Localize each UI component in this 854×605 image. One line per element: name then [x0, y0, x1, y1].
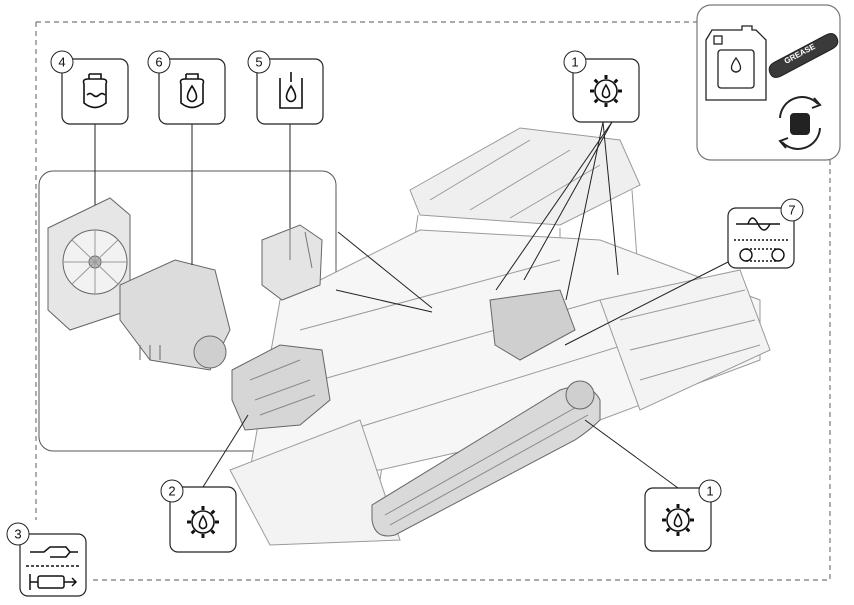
manual-lubrication-icon [778, 96, 822, 150]
radiator-drawing [47, 197, 131, 331]
pump-gearbox-drawing [231, 344, 331, 431]
callout-7: 7 [727, 198, 804, 269]
callout-number: 3 [14, 527, 21, 542]
gear-oil-icon [662, 504, 694, 536]
callout-4: 4 [50, 50, 129, 125]
engine-drawing [119, 259, 231, 371]
callout-number: 7 [788, 203, 795, 218]
callout-5: 5 [247, 50, 324, 125]
callout-number: 6 [155, 55, 162, 70]
callout-1-top: 1 [563, 50, 640, 123]
callout-number: 1 [571, 55, 578, 70]
callout-number: 4 [58, 55, 65, 70]
callout-3: 3 [6, 522, 87, 597]
callout-number: 5 [255, 55, 262, 70]
engine-oil-icon [179, 73, 205, 109]
coolant-icon [82, 73, 108, 109]
oil-canister-icon [705, 25, 767, 101]
gear-oil-icon [187, 506, 219, 538]
paver-machine-drawing [229, 127, 771, 546]
callout-number: 1 [706, 484, 713, 499]
gear-oil-icon [590, 75, 622, 107]
leader-lines [94, 121, 729, 489]
callout-6: 6 [147, 50, 226, 125]
callout-1-bottom: 1 [644, 479, 722, 552]
callout-2: 2 [160, 479, 237, 553]
dashed-frame [35, 21, 831, 581]
hydraulic-tank-drawing [261, 224, 323, 301]
callout-number: 2 [168, 484, 175, 499]
drive-chain-icon [734, 217, 790, 262]
grease-fitting-icon [26, 546, 80, 590]
hydraulic-tank-icon [279, 72, 303, 109]
lubricant-legend: GREASE [696, 4, 841, 161]
